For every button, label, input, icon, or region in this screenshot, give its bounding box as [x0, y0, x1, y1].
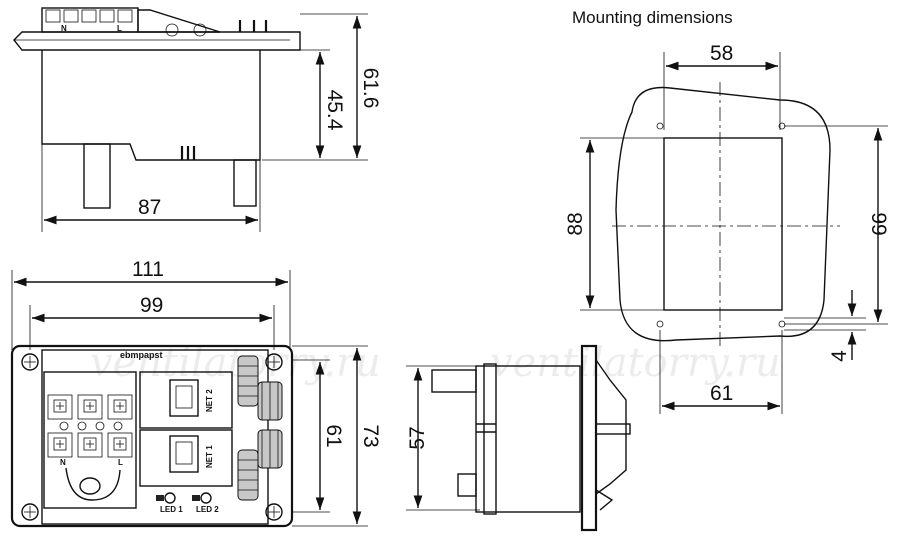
terminal-block-top: [47, 394, 133, 431]
cable-glands: [237, 355, 283, 501]
mounting-view: Mounting dimensions 58 88 99 4: [564, 8, 890, 414]
front-n-label: N: [60, 458, 66, 467]
side-view: 57: [406, 344, 631, 532]
terminal-block-bottom: [47, 432, 133, 458]
net2-jack: [169, 379, 199, 417]
dim-mount-61: 61: [710, 382, 733, 405]
front-view: 111 99 ebmpapst N L: [10, 258, 382, 528]
net2-label: NET 2: [205, 389, 214, 412]
led2-label: LED 2: [196, 505, 219, 514]
dim-front-61: 61: [322, 424, 345, 447]
mounting-title: Mounting dimensions: [572, 8, 733, 27]
led1-label: LED 1: [160, 505, 183, 514]
dim-45-4: 45.4: [323, 90, 346, 131]
dim-111: 111: [132, 258, 164, 281]
corner-screws: [21, 353, 283, 521]
dim-58: 58: [710, 42, 733, 65]
top-n-label: N: [61, 24, 67, 33]
dim-mount-99: 99: [867, 212, 890, 235]
watermark-right: ventilatorry.ru: [490, 340, 781, 386]
dim-99: 99: [140, 294, 163, 317]
dim-front-73: 73: [359, 424, 382, 447]
net1-jack: [169, 435, 199, 473]
dim-88: 88: [564, 212, 587, 235]
dim-87: 87: [138, 196, 161, 219]
net1-label: NET 1: [205, 445, 214, 468]
dim-61-6: 61.6: [359, 68, 382, 109]
watermark-left: ventilatorry.ru: [90, 340, 381, 386]
brand-logo: ebmpapst: [120, 350, 163, 360]
top-l-label: L: [117, 24, 122, 33]
top-view: N L 87 45.4 61.6: [13, 7, 382, 232]
front-l-label: L: [118, 458, 123, 467]
dim-4: 4: [828, 350, 851, 362]
dim-57: 57: [406, 426, 429, 449]
